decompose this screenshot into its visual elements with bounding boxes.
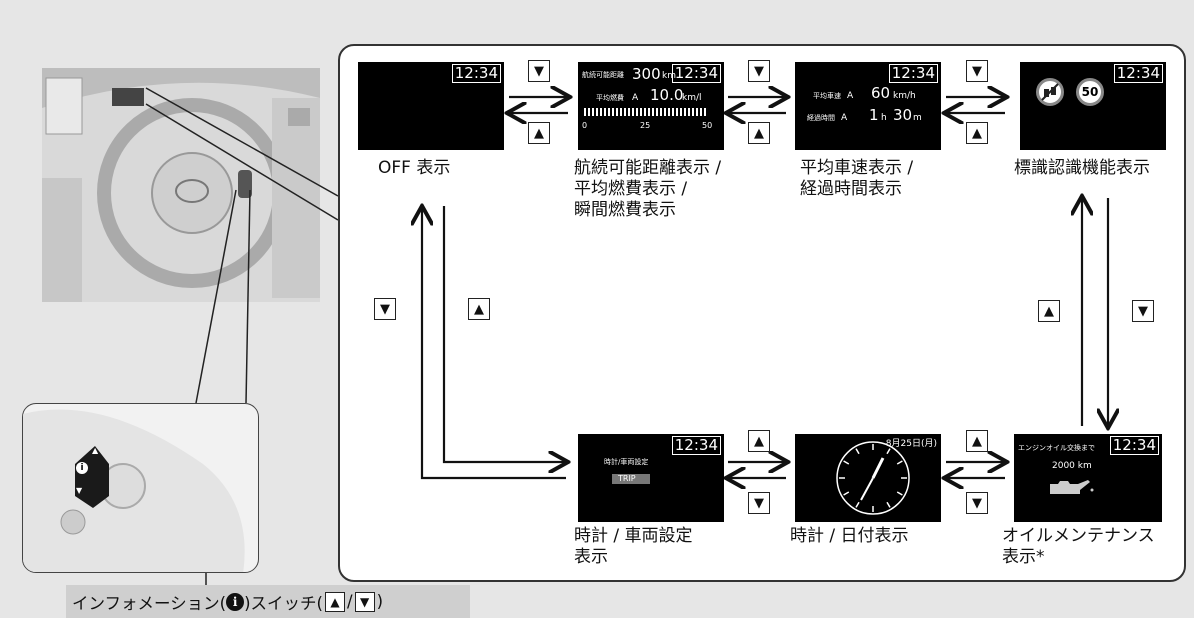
up-button-speed-range[interactable]: ▲ <box>748 122 770 144</box>
elapsed-hours: 1 <box>869 106 879 124</box>
caption-off: OFF 表示 <box>378 158 451 178</box>
caption-sign-recognition: 標識認識機能表示 <box>1014 158 1150 178</box>
fuel-unit: km/l <box>682 93 702 103</box>
inset-up-icon: ▲ <box>92 446 99 455</box>
down-button-left-loop[interactable]: ▼ <box>374 298 396 320</box>
settings-menu-label: 時計/車両設定 <box>604 458 649 466</box>
no-overtaking-glyph <box>1041 83 1059 101</box>
inset-info-icon: i <box>76 462 88 474</box>
speed-limit-sign-icon: 50 <box>1076 78 1104 106</box>
screen-clock: 12:34 <box>1109 436 1159 455</box>
down-button-range-speed[interactable]: ▼ <box>748 60 770 82</box>
oil-distance: 2000 km <box>1052 461 1092 471</box>
screen-clock: 12:34 <box>671 64 721 83</box>
up-button-date-oil[interactable]: ▲ <box>966 430 988 452</box>
footer-prefix: インフォメーション( <box>72 593 227 613</box>
speed-unit: km/h <box>893 91 916 101</box>
screen-oil-maintenance: 12:34 エンジンオイル交換まで 2000 km <box>1014 434 1162 522</box>
speed-limit-value: 50 <box>1081 85 1099 99</box>
range-label: 航続可能距離 <box>582 71 624 79</box>
gauge-tick-50: 50 <box>702 121 713 130</box>
screen-range-fuel: 12:34 航続可能距離 300 km 平均燃費 A 10.0 km/l 0 2… <box>578 62 724 150</box>
screen-clock: 12:34 <box>888 64 938 83</box>
footer-suffix: ) <box>376 592 383 611</box>
down-button-oil-date[interactable]: ▼ <box>966 492 988 514</box>
up-button-settings-date[interactable]: ▲ <box>748 430 770 452</box>
screen-clock-settings: 12:34 時計/車両設定 TRIP <box>578 434 724 522</box>
inset-down-icon: ▼ <box>76 486 83 495</box>
elapsed-minutes-unit: m <box>913 113 922 123</box>
down-button-speed-sign[interactable]: ▼ <box>966 60 988 82</box>
screen-clock-date: 8月25日(月) <box>795 434 941 522</box>
gauge-tick-0: 0 <box>582 121 588 130</box>
up-button-range-off[interactable]: ▲ <box>528 122 550 144</box>
up-button-left-loop[interactable]: ▲ <box>468 298 490 320</box>
fuel-label: 平均燃費 <box>596 94 624 102</box>
screen-clock: 12:34 <box>671 436 721 455</box>
instant-fuel-gauge <box>584 108 708 116</box>
down-button-off-range[interactable]: ▼ <box>528 60 550 82</box>
screen-off: 12:34 <box>358 62 504 150</box>
info-icon: i <box>226 592 245 611</box>
down-button-right-vertical[interactable]: ▼ <box>1132 300 1154 322</box>
info-switch-label: インフォメーション( i )スイッチ( ▲ / ▼ ) <box>66 585 470 618</box>
up-button-sign-speed[interactable]: ▲ <box>966 122 988 144</box>
elapsed-trip: A <box>841 113 848 123</box>
range-unit: km <box>662 71 676 81</box>
switch-closeup-inset: i ▲ ▼ <box>22 403 259 573</box>
speed-value: 60 <box>871 84 891 102</box>
down-button-date-settings[interactable]: ▼ <box>748 492 770 514</box>
fuel-value: 10.0 <box>650 86 684 104</box>
caption-speed-elapsed: 平均車速表示 / 経過時間表示 <box>800 158 914 199</box>
oil-change-label: エンジンオイル交換まで <box>1018 444 1095 452</box>
footer-slash: / <box>347 592 353 611</box>
caption-clock-date: 時計 / 日付表示 <box>790 526 909 546</box>
date-label: 8月25日(月) <box>885 439 937 449</box>
dashboard-drawing <box>42 68 320 302</box>
caption-range-fuel: 航続可能距離表示 / 平均燃費表示 / 瞬間燃費表示 <box>574 158 722 220</box>
screen-clock: 12:34 <box>451 64 501 83</box>
speed-label: 平均車速 <box>813 92 841 100</box>
switch-closeup-drawing <box>23 409 245 572</box>
elapsed-hours-unit: h <box>881 113 887 123</box>
screen-speed-elapsed: 12:34 平均車速 A 60 km/h 経過時間 A 1 h 30 m <box>795 62 941 150</box>
footer-down-icon: ▼ <box>354 591 375 612</box>
oil-can-icon <box>1050 480 1094 494</box>
analog-clock-icon <box>836 441 910 515</box>
no-overtaking-sign-icon <box>1036 78 1064 106</box>
range-value: 300 <box>632 65 661 83</box>
elapsed-minutes: 30 <box>893 106 913 124</box>
trip-button-label: TRIP <box>612 474 650 484</box>
screen-clock: 12:34 <box>1113 64 1163 83</box>
elapsed-label: 経過時間 <box>807 114 835 122</box>
gauge-tick-25: 25 <box>640 121 651 130</box>
up-button-right-vertical[interactable]: ▲ <box>1038 300 1060 322</box>
fuel-trip: A <box>632 93 639 103</box>
speed-trip: A <box>847 91 854 101</box>
screen-sign-recognition: 12:34 50 <box>1020 62 1166 150</box>
caption-clock-settings: 時計 / 車両設定 表示 <box>574 526 693 567</box>
caption-oil-maintenance: オイルメンテナンス 表示* <box>1002 526 1155 567</box>
footer-middle: )スイッチ( <box>244 593 323 613</box>
footer-up-icon: ▲ <box>325 591 345 612</box>
